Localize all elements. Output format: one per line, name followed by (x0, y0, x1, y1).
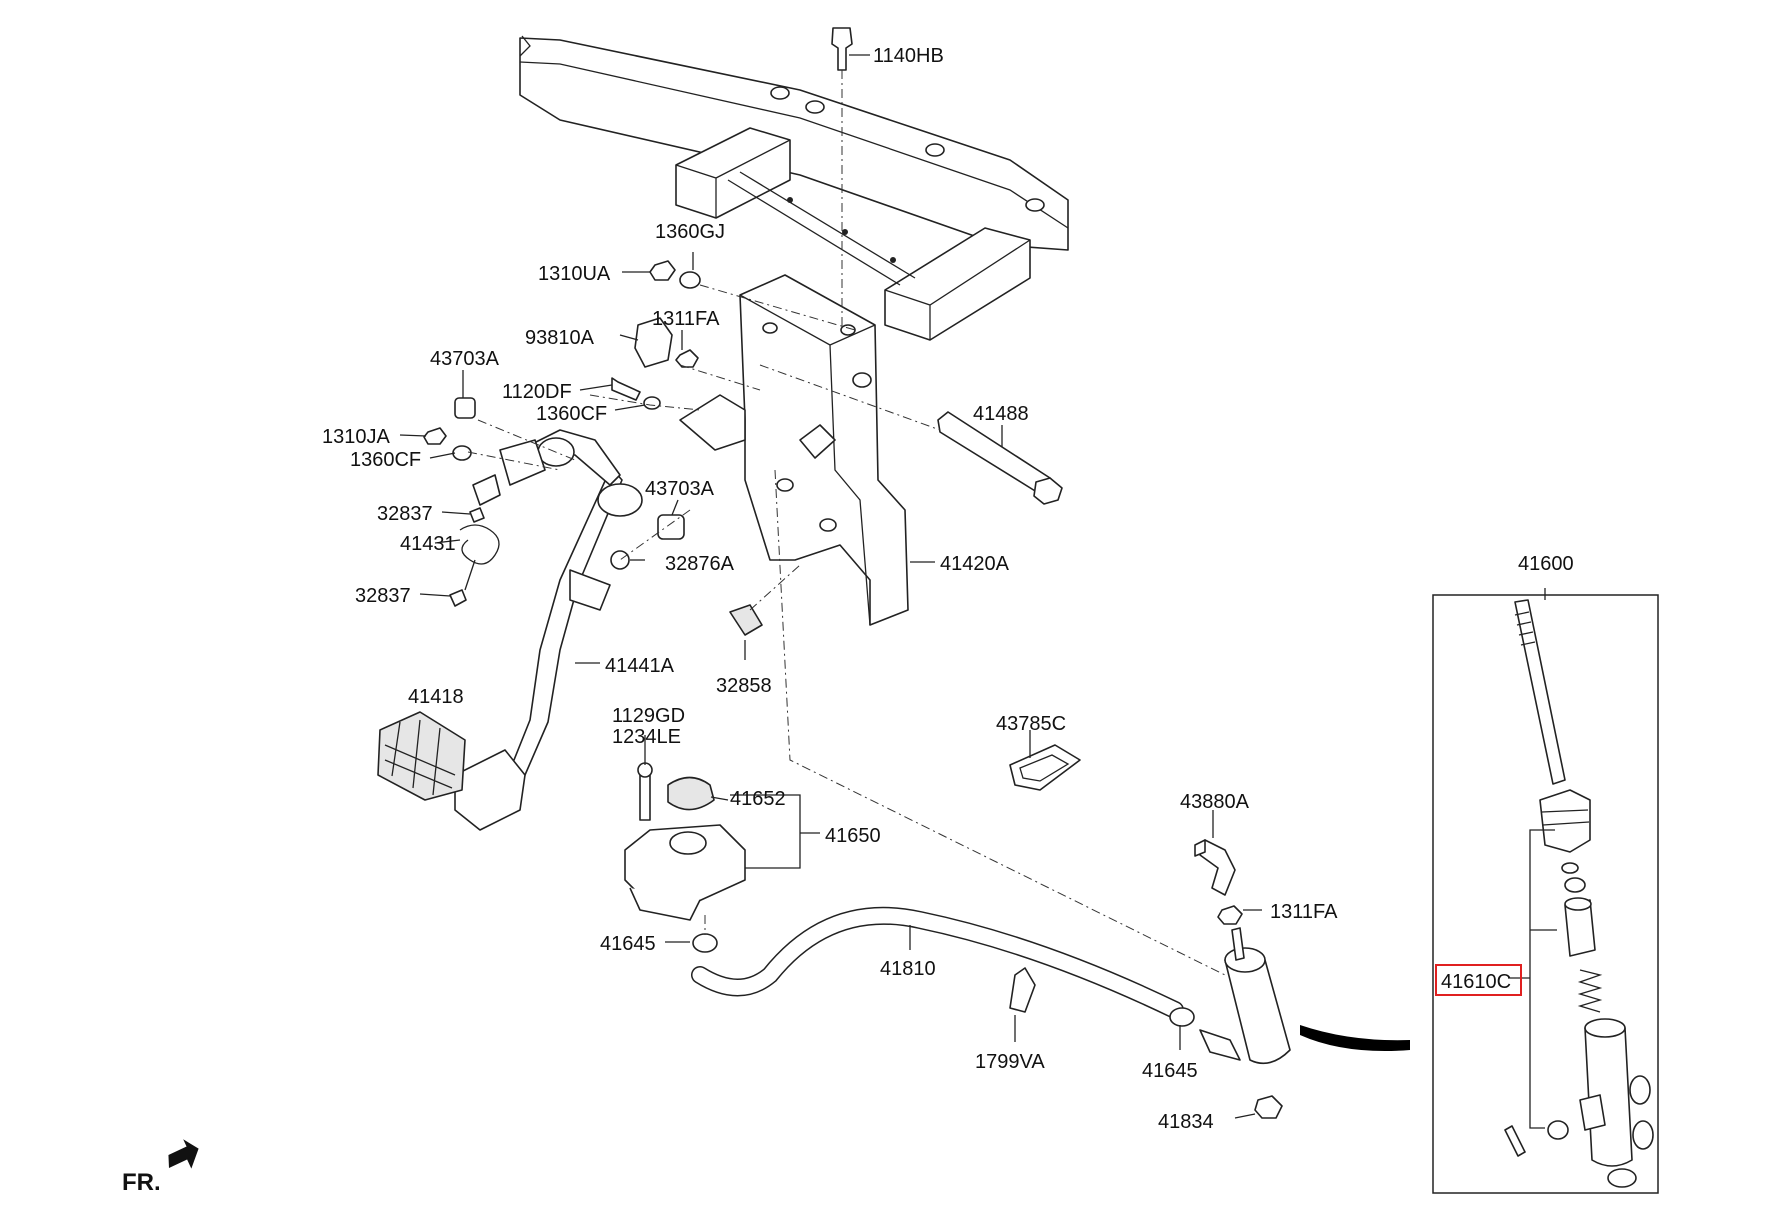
label-1360cf-a[interactable]: 1360CF (536, 403, 607, 425)
label-32858[interactable]: 32858 (716, 675, 772, 697)
label-41420a[interactable]: 41420A (940, 553, 1010, 575)
assembly-guide-lines (467, 70, 1226, 976)
label-1799va[interactable]: 1799VA (975, 1051, 1045, 1073)
front-direction-indicator: FR. (122, 1139, 199, 1196)
frame-cross-member (519, 35, 1069, 341)
label-1120df[interactable]: 1120DF (502, 381, 572, 403)
label-43785c[interactable]: 43785C (996, 713, 1066, 735)
label-41418[interactable]: 41418 (408, 686, 464, 708)
label-leader-lines (399, 54, 1262, 1119)
label-41431[interactable]: 41431 (400, 533, 456, 555)
part-number-labels: 1140HB 1360GJ 1310UA 1311FA 93810A 43703… (322, 45, 1574, 1133)
label-41645-b[interactable]: 41645 (1142, 1060, 1198, 1082)
label-1310ja[interactable]: 1310JA (322, 426, 390, 448)
highlight-box-41610c (1435, 964, 1522, 996)
label-32876a[interactable]: 32876A (665, 553, 735, 575)
label-1311fa-top[interactable]: 1311FA (652, 308, 720, 330)
label-43703a-top[interactable]: 43703A (430, 348, 500, 370)
label-43880a[interactable]: 43880A (1180, 791, 1250, 813)
label-41650[interactable]: 41650 (825, 825, 881, 847)
clutch-fluid-reservoir (624, 762, 746, 921)
label-93810a[interactable]: 93810A (525, 327, 595, 349)
label-1311fa-bottom[interactable]: 1311FA (1270, 901, 1338, 923)
label-1360gj[interactable]: 1360GJ (655, 221, 725, 243)
pedal-bracket (679, 274, 909, 626)
pedal-hardware (423, 27, 1063, 636)
label-32837-a[interactable]: 32837 (377, 503, 433, 525)
master-cylinder-kit-box (1432, 588, 1659, 1194)
label-1360cf-b[interactable]: 1360CF (350, 449, 421, 471)
clutch-master-cylinder (1194, 839, 1291, 1119)
clutch-hose (691, 906, 1195, 1027)
label-41610c[interactable]: 41610C (1441, 971, 1511, 993)
front-arrow-icon (168, 1139, 199, 1169)
label-41652[interactable]: 41652 (730, 788, 786, 810)
label-1234le[interactable]: 1234LE (612, 726, 681, 748)
label-41600[interactable]: 41600 (1518, 553, 1574, 575)
label-43703a-mid[interactable]: 43703A (645, 478, 715, 500)
label-1140hb[interactable]: 1140HB (873, 45, 944, 67)
label-1129gd[interactable]: 1129GD (612, 705, 685, 727)
label-32837-b[interactable]: 32837 (355, 585, 411, 607)
label-41834[interactable]: 41834 (1158, 1111, 1214, 1133)
label-41488[interactable]: 41488 (973, 403, 1029, 425)
label-41810[interactable]: 41810 (880, 958, 936, 980)
pedal-pad-rubber (377, 711, 466, 801)
clutch-pedal-arm (454, 429, 643, 831)
label-41441a[interactable]: 41441A (605, 655, 675, 677)
grommet (1009, 744, 1081, 791)
label-1310ua[interactable]: 1310UA (538, 263, 611, 285)
label-41645-a[interactable]: 41645 (600, 933, 656, 955)
front-label: FR. (122, 1169, 161, 1196)
